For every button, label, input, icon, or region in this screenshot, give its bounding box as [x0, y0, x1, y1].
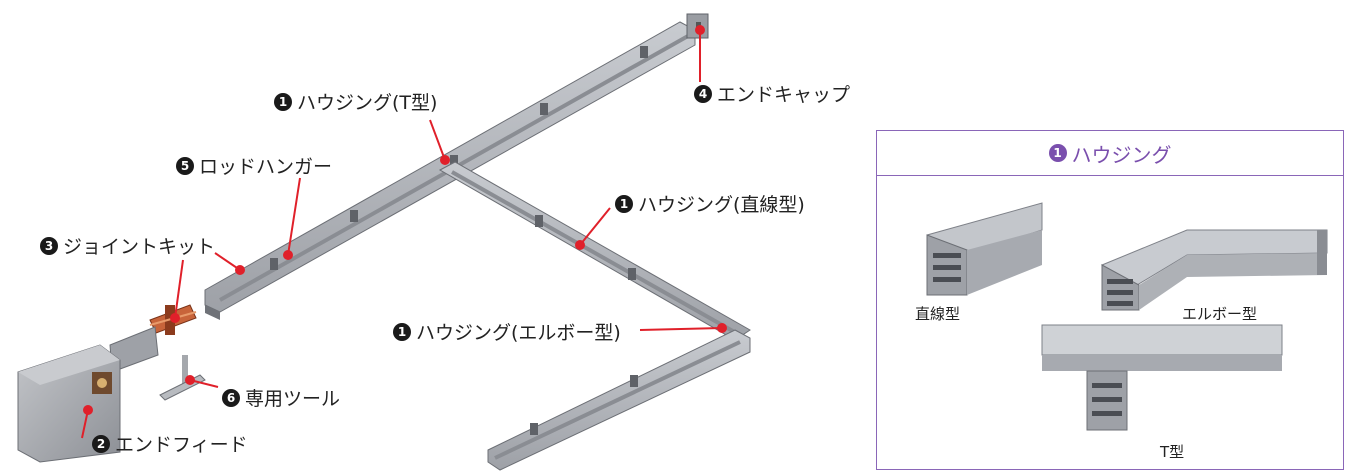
number-badge: 4	[694, 84, 712, 103]
callout-label: ジョイントキット	[63, 236, 216, 258]
elbow-housing-image	[1100, 229, 1328, 311]
callout-housing-elbow: 1 ハウジング(エルボー型)	[393, 318, 621, 345]
callout-housing-straight: 1 ハウジング(直線型)	[615, 190, 805, 217]
callout-label: ハウジング(エルボー型)	[416, 322, 621, 344]
callout-special-tool: 6 専用ツール	[222, 384, 340, 411]
callout-rod-hanger: 5 ロッドハンガー	[176, 152, 332, 179]
number-badge: 1	[274, 92, 292, 111]
callout-label: 専用ツール	[245, 388, 341, 410]
callout-end-feed: 2 エンドフィード	[92, 430, 248, 457]
number-badge: 1	[1048, 144, 1067, 162]
label-elbow: エルボー型	[1182, 305, 1258, 323]
label-t: T型	[1160, 443, 1185, 461]
number-badge: 1	[393, 322, 411, 341]
callout-end-cap: 4 エンドキャップ	[694, 80, 850, 107]
callout-label: ロッドハンガー	[199, 156, 333, 178]
panel-header: 1 ハウジング	[877, 131, 1343, 176]
straight-housing-image	[926, 202, 1043, 296]
housing-panel: 1 ハウジング	[876, 130, 1344, 470]
number-badge: 2	[92, 434, 110, 453]
callout-label: ハウジング(直線型)	[638, 194, 805, 216]
callout-label: エンドフィード	[115, 434, 248, 456]
panel-title: ハウジング	[1071, 142, 1172, 167]
callout-housing-t: 1 ハウジング(T型)	[274, 88, 437, 115]
end-feed-part	[17, 326, 159, 463]
label-straight: 直線型	[915, 305, 961, 323]
callout-label: エンドキャップ	[717, 84, 851, 106]
number-badge: 3	[40, 236, 58, 255]
callout-joint-kit: 3 ジョイントキット	[40, 232, 215, 259]
t-housing-image	[1041, 324, 1283, 431]
callout-leaders	[81, 25, 727, 439]
number-badge: 1	[615, 194, 633, 213]
rail-branch	[438, 161, 751, 341]
rail-lower	[487, 329, 751, 471]
callout-label: ハウジング(T型)	[297, 92, 438, 114]
housing-variants-illustration	[926, 202, 1328, 431]
number-badge: 5	[176, 156, 194, 175]
number-badge: 6	[222, 388, 240, 407]
special-tool-part	[159, 355, 206, 401]
